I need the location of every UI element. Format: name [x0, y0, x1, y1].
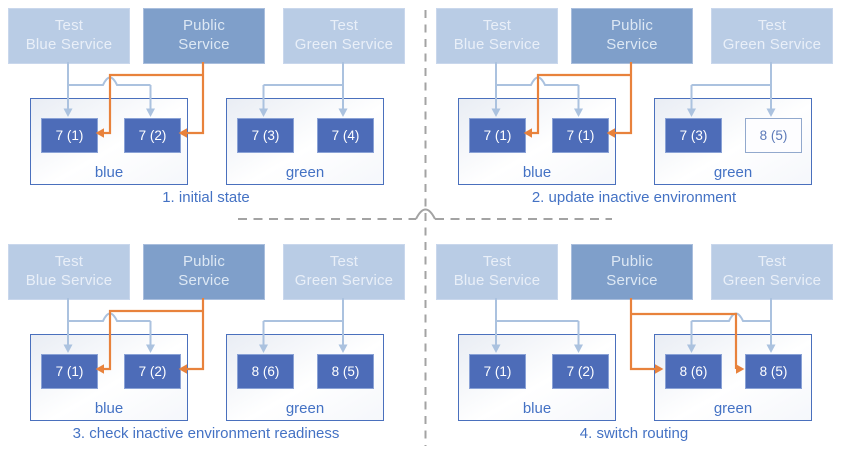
panel-caption: 1. initial state: [162, 189, 250, 206]
test-blue-service-box: Test Blue Service: [8, 244, 130, 300]
panel-initial-state: Test Blue Service Public Service Test Gr…: [0, 0, 424, 220]
test-green-service-box: Test Green Service: [711, 244, 833, 300]
service-label-line: Service: [178, 36, 230, 53]
blue-environment-box: 7 (1) 7 (2) blue: [30, 334, 188, 421]
test-green-service-box: Test Green Service: [283, 244, 405, 300]
service-label-line: Public: [610, 253, 654, 271]
pod-green-1: 8 (6): [665, 354, 722, 389]
pod-green-1: 7 (3): [665, 118, 722, 153]
test-blue-service-box: Test Blue Service: [8, 8, 130, 64]
panel-caption: 3. check inactive environment readiness: [72, 425, 340, 442]
service-label-line: Green Service: [294, 272, 394, 289]
service-label-line: Blue Service: [25, 272, 113, 289]
service-label-line: Service: [606, 36, 658, 53]
environment-label: green: [713, 400, 753, 417]
green-environment-box: 8 (6) 8 (5) green: [654, 334, 812, 421]
service-label-line: Public: [182, 253, 226, 271]
pod-blue-1: 7 (1): [41, 118, 98, 153]
environment-label: green: [285, 164, 325, 181]
panel-caption: 2. update inactive environment: [531, 189, 737, 206]
green-environment-box: 8 (6) 8 (5) green: [226, 334, 384, 421]
pod-green-2: 8 (5): [317, 354, 374, 389]
service-label-line: Test: [54, 17, 84, 35]
pod-blue-2: 7 (2): [124, 118, 181, 153]
service-label-line: Test: [757, 17, 787, 35]
service-label-line: Test: [757, 253, 787, 271]
pod-green-1: 7 (3): [237, 118, 294, 153]
panel-check-inactive-environment-readiness: Test Blue Service Public Service Test Gr…: [0, 236, 424, 456]
pod-green-2: 7 (4): [317, 118, 374, 153]
green-environment-box: 7 (3) 7 (4) green: [226, 98, 384, 185]
service-label-line: Public: [610, 17, 654, 35]
environment-label: blue: [522, 400, 552, 417]
public-service-box: Public Service: [571, 244, 693, 300]
pod-green-2-ghost: 8 (5): [745, 118, 802, 153]
service-label-line: Green Service: [722, 36, 822, 53]
public-service-box: Public Service: [143, 244, 265, 300]
service-label-line: Blue Service: [25, 36, 113, 53]
environment-label: green: [285, 400, 325, 417]
test-blue-service-box: Test Blue Service: [436, 8, 558, 64]
pod-blue-2: 7 (1): [552, 118, 609, 153]
pod-blue-1: 7 (1): [41, 354, 98, 389]
pod-green-1: 8 (6): [237, 354, 294, 389]
panel-update-inactive-environment: Test Blue Service Public Service Test Gr…: [428, 0, 848, 220]
blue-environment-box: 7 (1) 7 (2) blue: [458, 334, 616, 421]
public-service-box: Public Service: [571, 8, 693, 64]
service-label-line: Blue Service: [453, 272, 541, 289]
service-label-line: Test: [329, 253, 359, 271]
blue-environment-box: 7 (1) 7 (2) blue: [30, 98, 188, 185]
service-label-line: Test: [329, 17, 359, 35]
pod-blue-2: 7 (2): [124, 354, 181, 389]
pod-green-2: 8 (5): [745, 354, 802, 389]
service-label-line: Test: [482, 17, 512, 35]
pod-blue-1: 7 (1): [469, 354, 526, 389]
service-label-line: Green Service: [294, 36, 394, 53]
test-blue-service-box: Test Blue Service: [436, 244, 558, 300]
panel-caption: 4. switch routing: [579, 425, 689, 442]
blue-environment-box: 7 (1) 7 (1) blue: [458, 98, 616, 185]
panel-switch-routing: Test Blue Service Public Service Test Gr…: [428, 236, 848, 456]
environment-label: blue: [94, 400, 124, 417]
environment-label: blue: [522, 164, 552, 181]
service-label-line: Service: [178, 272, 230, 289]
test-green-service-box: Test Green Service: [711, 8, 833, 64]
service-label-line: Green Service: [722, 272, 822, 289]
service-label-line: Blue Service: [453, 36, 541, 53]
service-label-line: Test: [54, 253, 84, 271]
service-label-line: Public: [182, 17, 226, 35]
environment-label: blue: [94, 164, 124, 181]
public-service-box: Public Service: [143, 8, 265, 64]
service-label-line: Service: [606, 272, 658, 289]
green-environment-box: 7 (3) 8 (5) green: [654, 98, 812, 185]
pod-blue-1: 7 (1): [469, 118, 526, 153]
service-label-line: Test: [482, 253, 512, 271]
test-green-service-box: Test Green Service: [283, 8, 405, 64]
environment-label: green: [713, 164, 753, 181]
pod-blue-2: 7 (2): [552, 354, 609, 389]
